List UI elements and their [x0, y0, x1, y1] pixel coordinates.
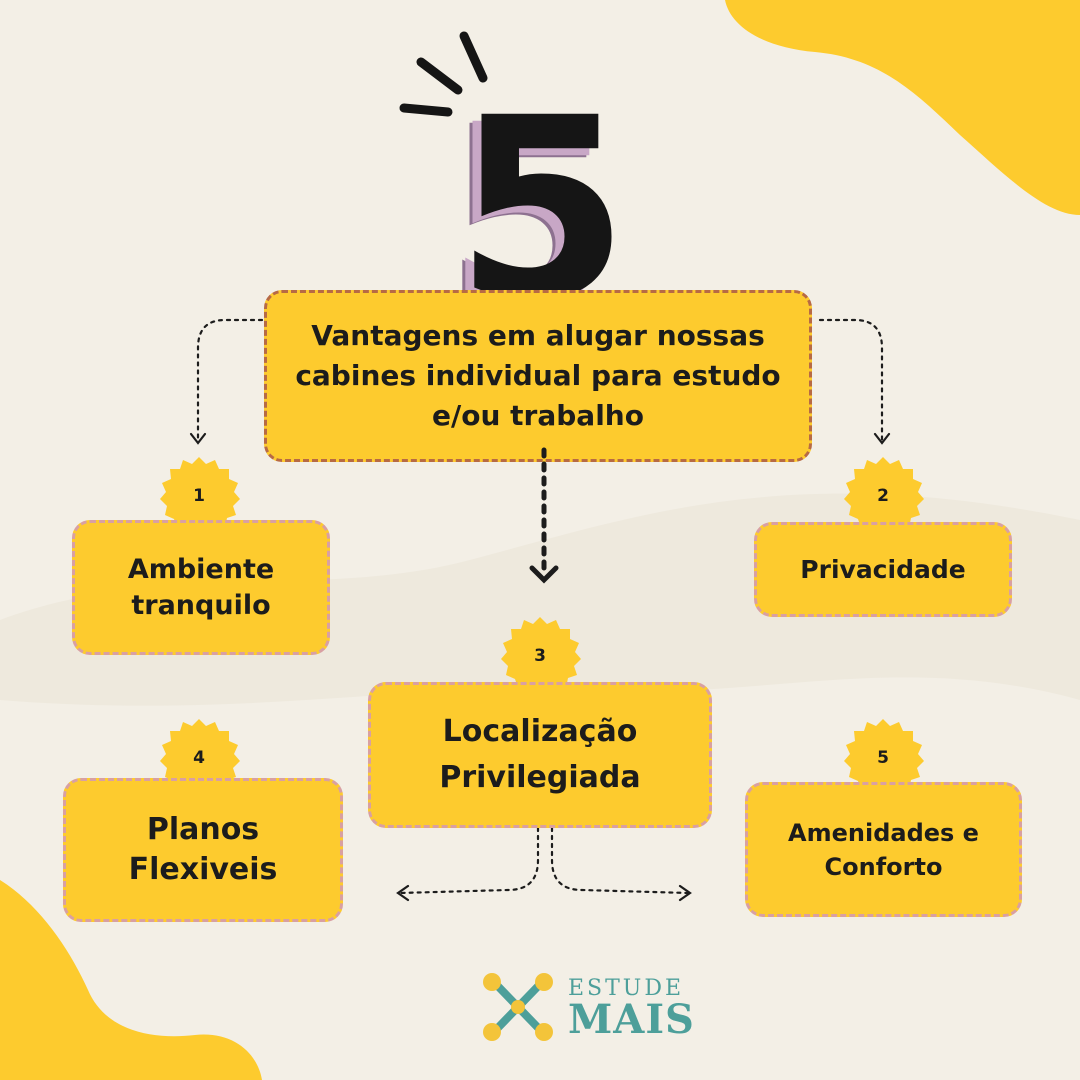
badge-1: 1 — [158, 455, 240, 537]
logo-mark-icon — [483, 973, 553, 1041]
item-4-label: Planos Flexiveis — [128, 812, 278, 887]
logo-text-mais: MAIS — [568, 996, 695, 1043]
item-2-number: 2 — [877, 486, 889, 506]
badge-5: 5 — [842, 717, 924, 799]
corner-blob-bottom-left — [0, 880, 262, 1080]
badge-2: 2 — [842, 455, 924, 537]
headline-number: 5 — [455, 64, 629, 355]
item-card-2: Privacidade — [754, 522, 1012, 617]
item-card-1: Ambiente tranquilo — [72, 520, 330, 655]
logo-text-estude: ESTUDE — [568, 976, 685, 1001]
badge-3: 3 — [499, 615, 581, 697]
corner-blob-top-right — [725, 0, 1080, 215]
item-1-number: 1 — [193, 486, 205, 506]
item-card-4: Planos Flexiveis — [63, 778, 343, 922]
item-2-label: Privacidade — [800, 555, 966, 584]
item-4-number: 4 — [193, 748, 205, 768]
item-5-number: 5 — [877, 748, 889, 768]
item-1-label: Ambiente tranquilo — [127, 553, 275, 621]
item-card-5: Amenidades e Conforto — [745, 782, 1022, 917]
item-3-label: Localização Privilegiada — [439, 714, 641, 795]
headline-title: Vantagens em alugar nossas cabines indiv… — [295, 319, 781, 432]
item-card-3: Localização Privilegiada — [368, 682, 712, 828]
headline-box: Vantagens em alugar nossas cabines indiv… — [264, 290, 812, 462]
item-3-number: 3 — [534, 646, 546, 666]
badge-4: 4 — [158, 717, 240, 799]
brand-logo: ESTUDE MAIS — [478, 968, 694, 1046]
item-5-label: Amenidades e Conforto — [788, 818, 979, 881]
